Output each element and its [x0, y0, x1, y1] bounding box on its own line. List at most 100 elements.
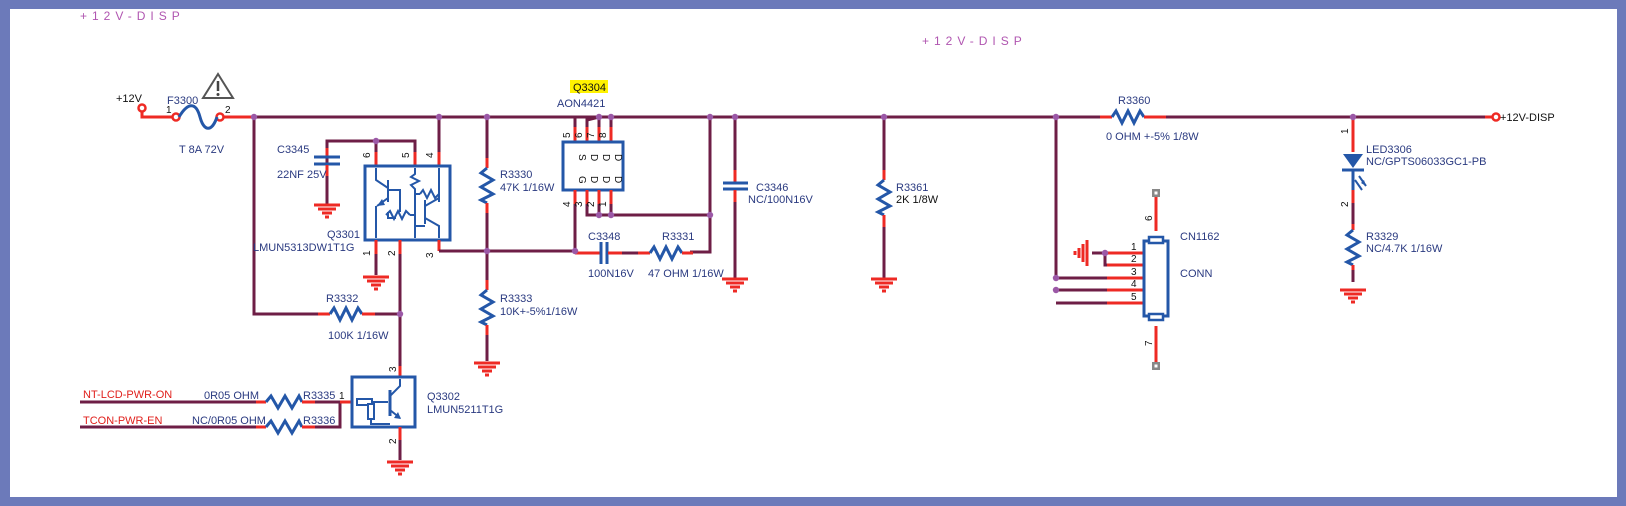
ground-symbol [1073, 240, 1089, 266]
q3304-pin-4: 4 [562, 201, 573, 207]
capacitor-C3345[interactable]: C3345 22NF 25V [277, 144, 340, 204]
r3333-value: 10K+-5%1/16W [500, 306, 578, 318]
connector-CN1162[interactable]: 1 2 3 4 5 6 7 CN1162 CONN [1092, 189, 1220, 370]
cn1162-pin-3: 3 [1131, 267, 1137, 278]
ground-symbol [474, 361, 500, 377]
r3360-value: 0 OHM +-5% 1/8W [1106, 131, 1199, 143]
fuse-F3300[interactable]: F3300 1 2 T 8A 72V [166, 95, 254, 156]
ground-symbol [1340, 288, 1366, 304]
resistor-R3329[interactable]: R3329 NC/4.7K 1/16W [1343, 224, 1443, 282]
q3304-ref: Q3304 [573, 82, 606, 94]
junction-dot [607, 211, 615, 219]
junction-dot [250, 113, 258, 121]
q3304-label-D: D [600, 154, 611, 161]
junction-dot [1101, 249, 1109, 257]
net-NT-LCD-PWR-ON[interactable]: NT-LCD-PWR-ON [80, 389, 256, 404]
junction-dot [372, 137, 380, 145]
output-port-12v-disp[interactable]: +12V-DISP [1485, 112, 1555, 124]
c3346-value: NC/100N16V [748, 194, 813, 206]
resistor-R3335[interactable]: 0R05 OHM R3335 [204, 390, 340, 411]
q3302-value: LMUN5211T1G [427, 404, 503, 416]
c3345-value: 22NF 25V [277, 169, 327, 181]
q3302-ref: Q3302 [427, 391, 460, 403]
net-title-center: +12V-DISP [922, 34, 1027, 48]
net-label-nt-lcd-pwr-on: NT-LCD-PWR-ON [83, 389, 172, 401]
q3301-pin-4: 4 [425, 152, 436, 158]
junction-dot [880, 113, 888, 121]
resistor-R3361[interactable]: R3361 2K 1/8W [874, 117, 939, 278]
cn1162-ref: CN1162 [1180, 231, 1220, 243]
q3301-pin-1: 1 [362, 250, 373, 256]
fuse-pin-1: 1 [166, 105, 172, 116]
resistor-R3336[interactable]: NC/0R05 OHM R3336 [192, 402, 342, 436]
q3301-ref: Q3301 [327, 229, 360, 241]
junction-dot [706, 211, 714, 219]
junction-dot [1052, 113, 1060, 121]
net-title-top-left: +12V-DISP [80, 9, 185, 23]
mosfet-Q3304[interactable]: Q3304 AON4421 5 6 7 8 4 3 2 1 S D D D [557, 80, 710, 251]
cn1162-pin-2: 2 [1131, 254, 1137, 265]
r3336-ref: R3336 [303, 415, 335, 427]
drain-feedback-wire [611, 115, 712, 254]
fuse-ref: F3300 [167, 95, 198, 107]
q3301-pin-5: 5 [401, 152, 412, 158]
q3304-value: AON4421 [557, 98, 605, 110]
junction-dot [483, 247, 491, 255]
r3331-value: 47 OHM 1/16W [648, 268, 724, 280]
c3348-ref: C3348 [588, 231, 620, 243]
q3304-pin-7: 7 [586, 132, 597, 138]
r3361-ref: R3361 [896, 182, 928, 194]
r3361-value: 2K 1/8W [896, 194, 939, 206]
input-port-12v[interactable]: +12V [116, 93, 172, 119]
resistor-R3332[interactable]: R3332 100K 1/16W [318, 293, 389, 342]
led-pin-2: 2 [1340, 201, 1351, 207]
fuse-pin-2: 2 [225, 105, 231, 116]
r3331-ref: R3331 [662, 231, 694, 243]
ground-symbol [314, 203, 340, 219]
resistor-R3360[interactable]: R3360 0 OHM +-5% 1/8W [1100, 95, 1199, 143]
q3302-pin-1: 1 [339, 391, 345, 402]
resistor-R3331[interactable]: R3331 47 OHM 1/16W [638, 231, 724, 280]
junction-dot [1052, 286, 1060, 294]
cn1162-pin-4: 4 [1131, 279, 1137, 290]
cn1162-value: CONN [1180, 268, 1212, 280]
junction-dot [1349, 113, 1357, 121]
q3301-pin-2: 2 [387, 250, 398, 256]
junction-dot [731, 113, 739, 121]
transistor-Q3302[interactable]: 1 3 2 Q3302 LMUN5211T1G [339, 314, 503, 460]
r3360-ref: R3360 [1118, 95, 1150, 107]
ground-symbol [722, 277, 748, 293]
r3335-value: 0R05 OHM [204, 390, 259, 402]
r3330-ref: R3330 [500, 169, 532, 181]
capacitor-C3346[interactable]: C3346 NC/100N16V [723, 117, 813, 278]
junction-dot [607, 113, 615, 121]
input-port-label: +12V [116, 93, 143, 105]
r3333-ref: R3333 [500, 293, 532, 305]
q3304-label-D: D [588, 176, 599, 183]
fuse-value: T 8A 72V [179, 144, 225, 156]
c3345-ref: C3345 [277, 144, 309, 156]
junction-dot [706, 113, 714, 121]
junction-dot [595, 211, 603, 219]
r3332-ref: R3332 [326, 293, 358, 305]
resistor-R3333[interactable]: R3333 10K+-5%1/16W [477, 280, 578, 361]
junction-dot [571, 247, 579, 255]
r3329-ref: R3329 [1366, 231, 1398, 243]
cn1162-pin-1: 1 [1131, 242, 1137, 253]
led-LED3306[interactable]: 1 2 LED3306 NC/GPTS06033GC1-PB [1340, 118, 1486, 228]
ground-symbol [871, 277, 897, 293]
capacitor-C3348[interactable]: C3348 100N16V [575, 231, 638, 280]
q3304-pin-5: 5 [562, 132, 573, 138]
q3304-pin-8: 8 [598, 132, 609, 138]
q3304-pin-6: 6 [574, 132, 585, 138]
output-port-label: +12V-DISP [1500, 112, 1555, 124]
q3304-label-S: S [576, 154, 587, 161]
resistor-R3330[interactable]: R3330 47K 1/16W [477, 117, 555, 290]
q3304-label-D: D [600, 176, 611, 183]
net-label-tcon-pwr-en: TCON-PWR-EN [83, 415, 162, 427]
q3301-value: LMUN5313DW1T1G [253, 242, 354, 254]
cn1162-pin-6: 6 [1144, 215, 1155, 221]
net-TCON-PWR-EN[interactable]: TCON-PWR-EN [80, 415, 256, 429]
r3332-feed-wire [252, 117, 320, 316]
dual-transistor-Q3301[interactable]: 6 5 4 1 2 3 Q3301 LMUN5313DW1T1G [253, 117, 575, 378]
